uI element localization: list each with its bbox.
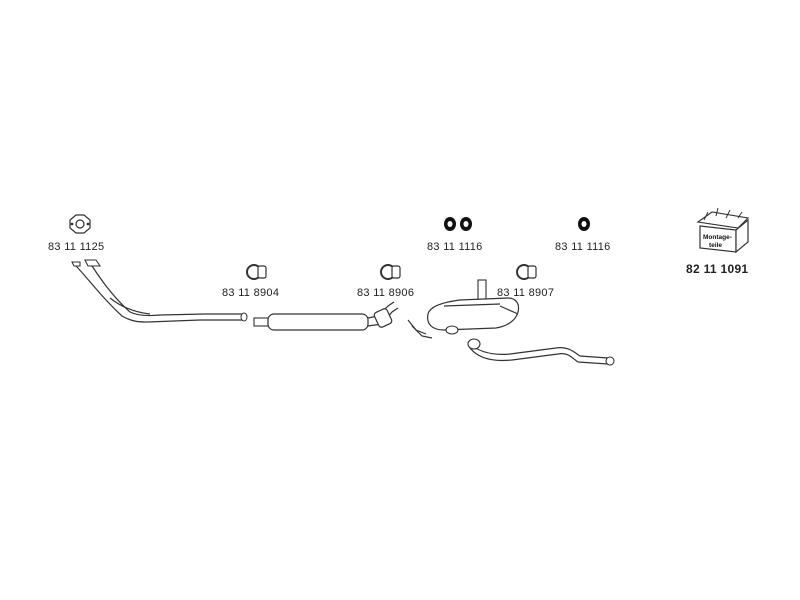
part-number-clamp-2: 83 11 8906: [357, 287, 415, 299]
center-muffler: [253, 301, 399, 331]
svg-text:Montage-: Montage-: [703, 234, 732, 241]
rear-muffler: [407, 279, 520, 339]
front-pipe: [71, 259, 248, 323]
rubber-mount-pair-icon: [444, 217, 472, 231]
part-number-gasket: 83 11 1125: [48, 241, 105, 253]
gasket-icon: [69, 214, 91, 234]
part-number-clamp-1: 83 11 8904: [222, 287, 280, 299]
svg-text:teile: teile: [709, 242, 722, 249]
tail-pipe: [467, 338, 615, 366]
part-number-rubber-mounts-pair: 83 11 1116: [427, 241, 483, 253]
clamp-icon: [246, 264, 267, 280]
part-number-mounting-kit: 82 11 1091: [686, 262, 749, 276]
part-number-rubber-mount-single: 83 11 1116: [555, 241, 611, 253]
rubber-mount-icon: [578, 217, 590, 231]
part-number-clamp-3: 83 11 8907: [497, 287, 555, 299]
clamp-icon: [516, 264, 537, 280]
clamp-icon: [380, 264, 401, 280]
mounting-kit-box-icon: Montage- teile: [696, 207, 750, 254]
